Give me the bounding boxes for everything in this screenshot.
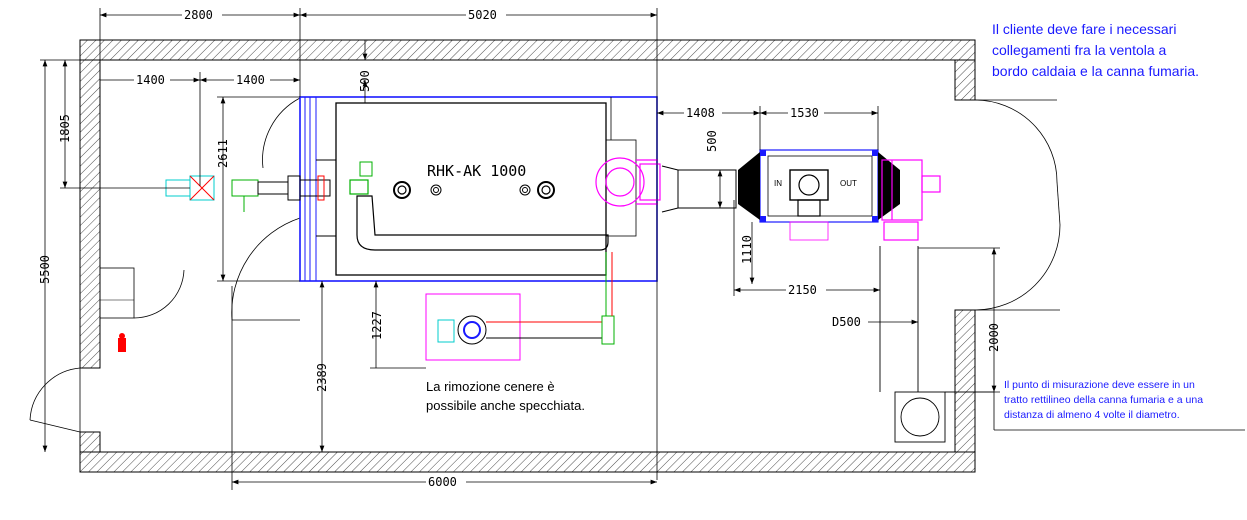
dim-2389: 2389 bbox=[315, 363, 329, 392]
dim-5500: 5500 bbox=[38, 255, 52, 284]
dim-1530: 1530 bbox=[790, 106, 819, 120]
dim-2611: 2611 bbox=[216, 139, 230, 168]
dimension-label-bg bbox=[134, 8, 826, 489]
boiler-model-label: RHK-AK 1000 bbox=[427, 162, 526, 180]
dim-500-right: 500 bbox=[705, 130, 719, 152]
client-note-line-3: bordo caldaia e la canna fumaria. bbox=[992, 63, 1199, 79]
dim-500-top: 500 bbox=[358, 70, 372, 92]
dim-1110: 1110 bbox=[740, 235, 754, 264]
dim-2800: 2800 bbox=[184, 8, 213, 22]
boiler: RHK-AK 1000 bbox=[299, 96, 658, 282]
dim-2150: 2150 bbox=[788, 283, 817, 297]
filter-unit: IN OUT bbox=[738, 149, 900, 241]
filter-out-label: OUT bbox=[840, 179, 857, 188]
ash-note-line-2: possibile anche specchiata. bbox=[426, 398, 585, 413]
measure-note-line-2: tratto rettilineo della canna fumaria e … bbox=[1004, 394, 1203, 406]
measure-note-line-1: Il punto di misurazione deve essere in u… bbox=[1004, 379, 1195, 391]
dim-D500: D500 bbox=[832, 315, 861, 329]
boiler-fan bbox=[595, 157, 661, 207]
dim-1400-a: 1400 bbox=[136, 73, 165, 87]
room-walls bbox=[79, 39, 976, 473]
dim-1805: 1805 bbox=[58, 114, 72, 143]
dim-6000: 6000 bbox=[428, 475, 457, 489]
client-note-line-2: collegamenti fra la ventola a bbox=[992, 42, 1167, 58]
filter-in-label: IN bbox=[774, 179, 782, 188]
dim-1408: 1408 bbox=[686, 106, 715, 120]
extinguisher-icon bbox=[118, 333, 126, 352]
client-note-line-1: Il cliente deve fare i necessari bbox=[992, 21, 1176, 37]
dim-1227: 1227 bbox=[370, 311, 384, 340]
dimension-texts: 2800 5020 1400 1400 1408 1530 2150 6000 … bbox=[38, 8, 1001, 489]
client-note: Il cliente deve fare i necessari collega… bbox=[992, 21, 1199, 79]
dim-2000: 2000 bbox=[987, 323, 1001, 352]
measure-note: Il punto di misurazione deve essere in u… bbox=[1004, 379, 1203, 421]
dim-1400-b: 1400 bbox=[236, 73, 265, 87]
measure-note-line-3: distanza di almeno 4 volte il diametro. bbox=[1004, 409, 1180, 421]
ash-note-line-1: La rimozione cenere è bbox=[426, 379, 555, 394]
flue-pipe bbox=[661, 165, 737, 213]
dimension-lines bbox=[40, 8, 1245, 490]
exhaust-fan bbox=[881, 159, 941, 241]
ash-removal-unit bbox=[425, 252, 615, 361]
chimney-duct bbox=[879, 246, 946, 443]
ash-note: La rimozione cenere è possibile anche sp… bbox=[426, 379, 585, 413]
dim-5020: 5020 bbox=[468, 8, 497, 22]
